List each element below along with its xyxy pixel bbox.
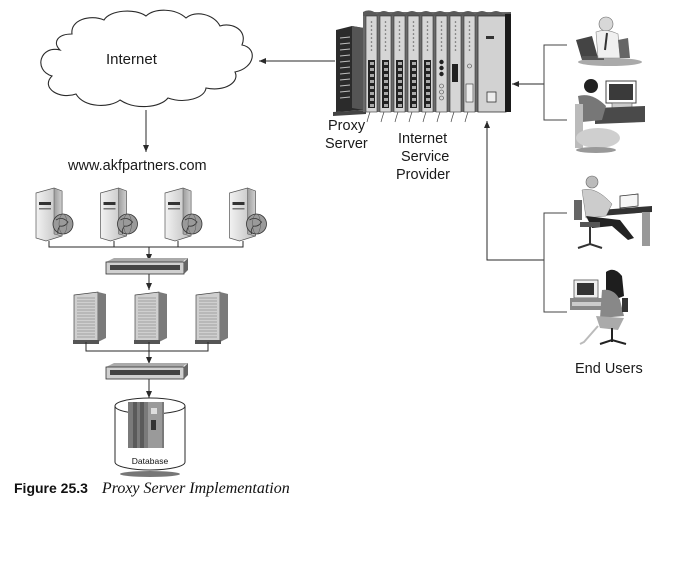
web-server-icon	[35, 187, 74, 242]
end-users-label: End Users	[575, 361, 643, 377]
web-server-icon	[164, 187, 203, 242]
end-user-desktop-icon	[575, 79, 645, 153]
rack-card	[463, 15, 476, 123]
web-server-bus	[48, 241, 244, 248]
isp-label-line2: Service	[401, 149, 450, 165]
rack-card	[421, 15, 434, 123]
rack-card	[407, 15, 420, 123]
web-server-row	[35, 187, 267, 242]
web-server-icon	[100, 187, 138, 242]
figure-caption: Figure 25.3 Proxy Server Implementation	[14, 480, 290, 498]
internet-cloud	[40, 9, 253, 108]
rack-card	[379, 15, 392, 123]
rack-card	[393, 15, 406, 123]
network-switch-top-icon	[105, 258, 188, 275]
app-server-icon	[134, 291, 167, 344]
proxy-server-label-line1: Proxy	[328, 118, 366, 134]
figure-title: Proxy Server Implementation	[101, 480, 290, 497]
rack-card	[435, 15, 448, 123]
upper-users-bracket	[543, 44, 567, 121]
app-server-icon	[195, 291, 228, 344]
app-server-bus	[85, 342, 209, 352]
globe-icon	[181, 213, 203, 235]
isp-label-line1: Internet	[398, 131, 448, 147]
app-server-icon	[73, 291, 106, 344]
internet-label: Internet	[106, 51, 157, 68]
app-server-row	[73, 291, 228, 344]
database-icon: Database	[114, 397, 186, 477]
globe-icon	[246, 213, 267, 235]
end-user-laptop-man-icon	[576, 16, 642, 66]
globe-icon	[117, 213, 138, 235]
rack-card	[449, 15, 462, 123]
lower-users-bracket	[543, 212, 567, 313]
network-switch-bottom-icon	[105, 363, 188, 380]
proxy-server-icon	[333, 26, 366, 116]
figure-number: Figure 25.3	[14, 480, 88, 496]
web-server-icon	[229, 187, 267, 242]
globe-icon	[52, 213, 74, 235]
rack-card	[365, 15, 378, 123]
lower-users-to-isp-line	[484, 121, 544, 261]
end-user-desk-man-icon	[574, 175, 652, 249]
isp-rack-icon	[363, 10, 511, 123]
end-user-woman-icon	[570, 269, 628, 345]
database-label: Database	[132, 456, 169, 466]
website-label: www.akfpartners.com	[68, 158, 207, 174]
isp-label-line3: Provider	[396, 167, 450, 183]
proxy-server-label-line2: Server	[325, 136, 368, 152]
